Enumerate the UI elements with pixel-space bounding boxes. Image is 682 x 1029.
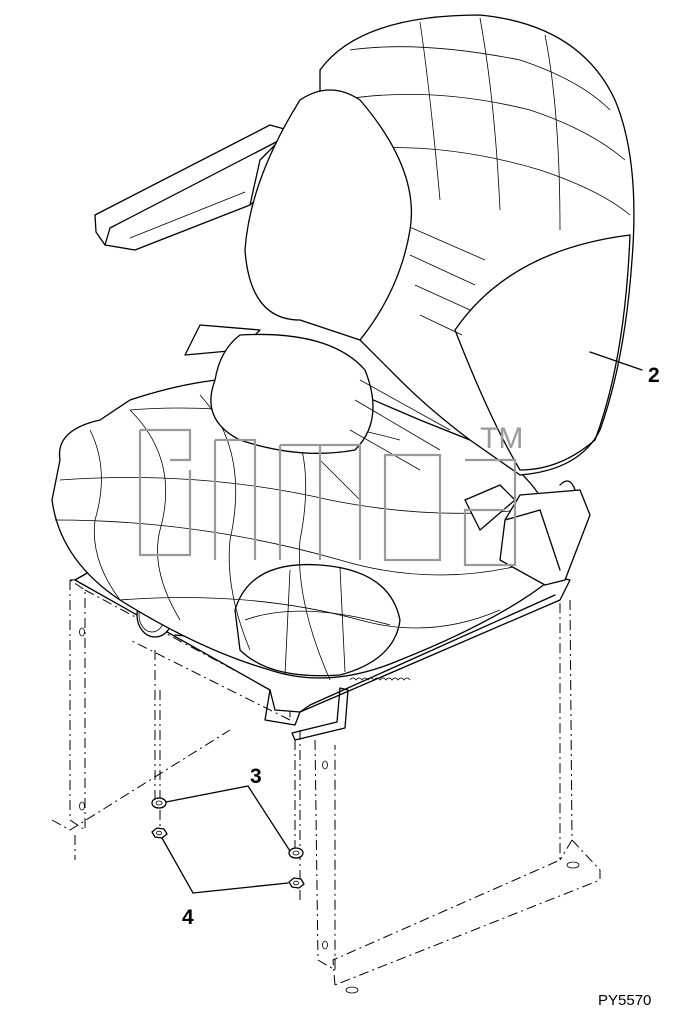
seat-cushion <box>51 376 561 681</box>
callout-washer: 3 <box>250 765 262 788</box>
leader-lines <box>161 351 643 894</box>
seat-belt-buckle <box>464 480 591 586</box>
washer-left <box>151 797 167 809</box>
hardware <box>151 797 305 889</box>
figure-reference: PY5570 <box>598 992 651 1009</box>
callout-seat: 2 <box>648 364 660 387</box>
backrest <box>210 14 635 501</box>
armrest <box>94 124 289 356</box>
callout-nut: 4 <box>182 906 194 929</box>
watermark-logo: TM <box>138 422 523 567</box>
mounting-frame <box>51 577 601 994</box>
nut-left <box>151 827 168 839</box>
nut-right <box>288 877 305 889</box>
watermark-trademark: TM <box>480 422 523 455</box>
washer-right <box>288 847 304 859</box>
